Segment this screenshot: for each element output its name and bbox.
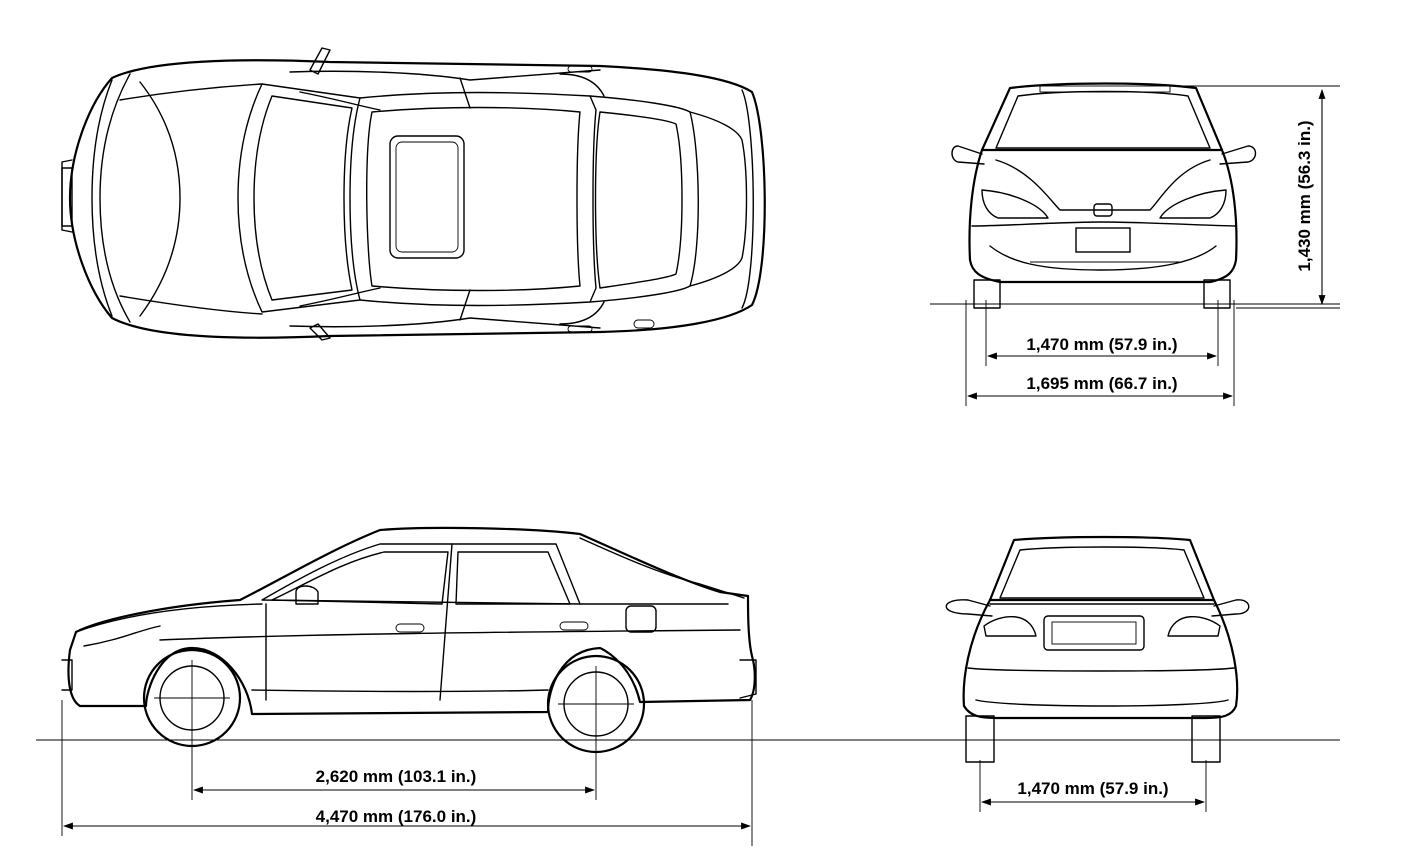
wheelbase-label: 2,620 mm (103.1 in.) <box>316 767 477 786</box>
top-view <box>61 47 766 341</box>
dimension-front-track: 1,470 mm (57.9 in.) <box>985 300 1219 366</box>
height-label: 1,430 mm (56.3 in.) <box>1295 120 1314 271</box>
rear-track-label: 1,470 mm (57.9 in.) <box>1017 779 1168 798</box>
rear-view <box>945 535 1250 763</box>
dimension-length: 4,470 mm (176.0 in.) <box>61 700 753 846</box>
length-label: 4,470 mm (176.0 in.) <box>316 807 477 826</box>
front-view <box>930 82 1340 309</box>
front-wheel <box>142 648 242 748</box>
dimension-height: 1,430 mm (56.3 in.) <box>1180 85 1340 309</box>
dimension-rear-track: 1,470 mm (57.9 in.) <box>979 760 1207 812</box>
width-label: 1,695 mm (66.7 in.) <box>1026 374 1177 393</box>
dimension-wheelbase: 2,620 mm (103.1 in.) <box>191 740 597 800</box>
dimension-width: 1,695 mm (66.7 in.) <box>965 300 1235 406</box>
front-track-label: 1,470 mm (57.9 in.) <box>1026 335 1177 354</box>
rear-wheel <box>546 654 646 754</box>
